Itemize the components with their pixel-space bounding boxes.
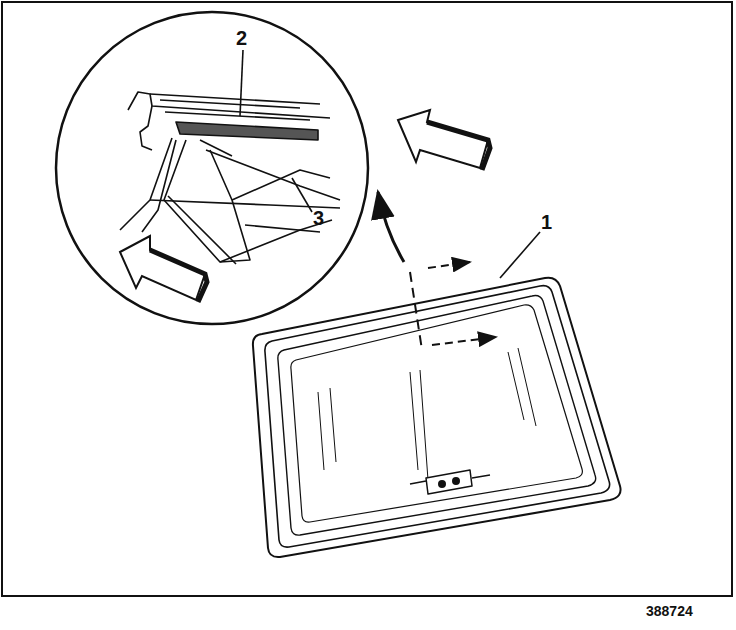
detail-circle [56,12,368,324]
view-arrow-shade [427,122,490,170]
view-arrow-shade [150,250,207,302]
section-marker [378,192,496,350]
leader-line [240,50,540,278]
retainer-clip-detail [120,92,340,264]
figure-number: 388724 [646,604,693,618]
callout-number: 2 [236,28,247,48]
callout-number: 1 [541,212,552,232]
rear-window-glass [253,278,621,557]
view-arrow [398,110,488,168]
callout-number: 3 [313,208,324,228]
figure-frame [2,2,732,596]
